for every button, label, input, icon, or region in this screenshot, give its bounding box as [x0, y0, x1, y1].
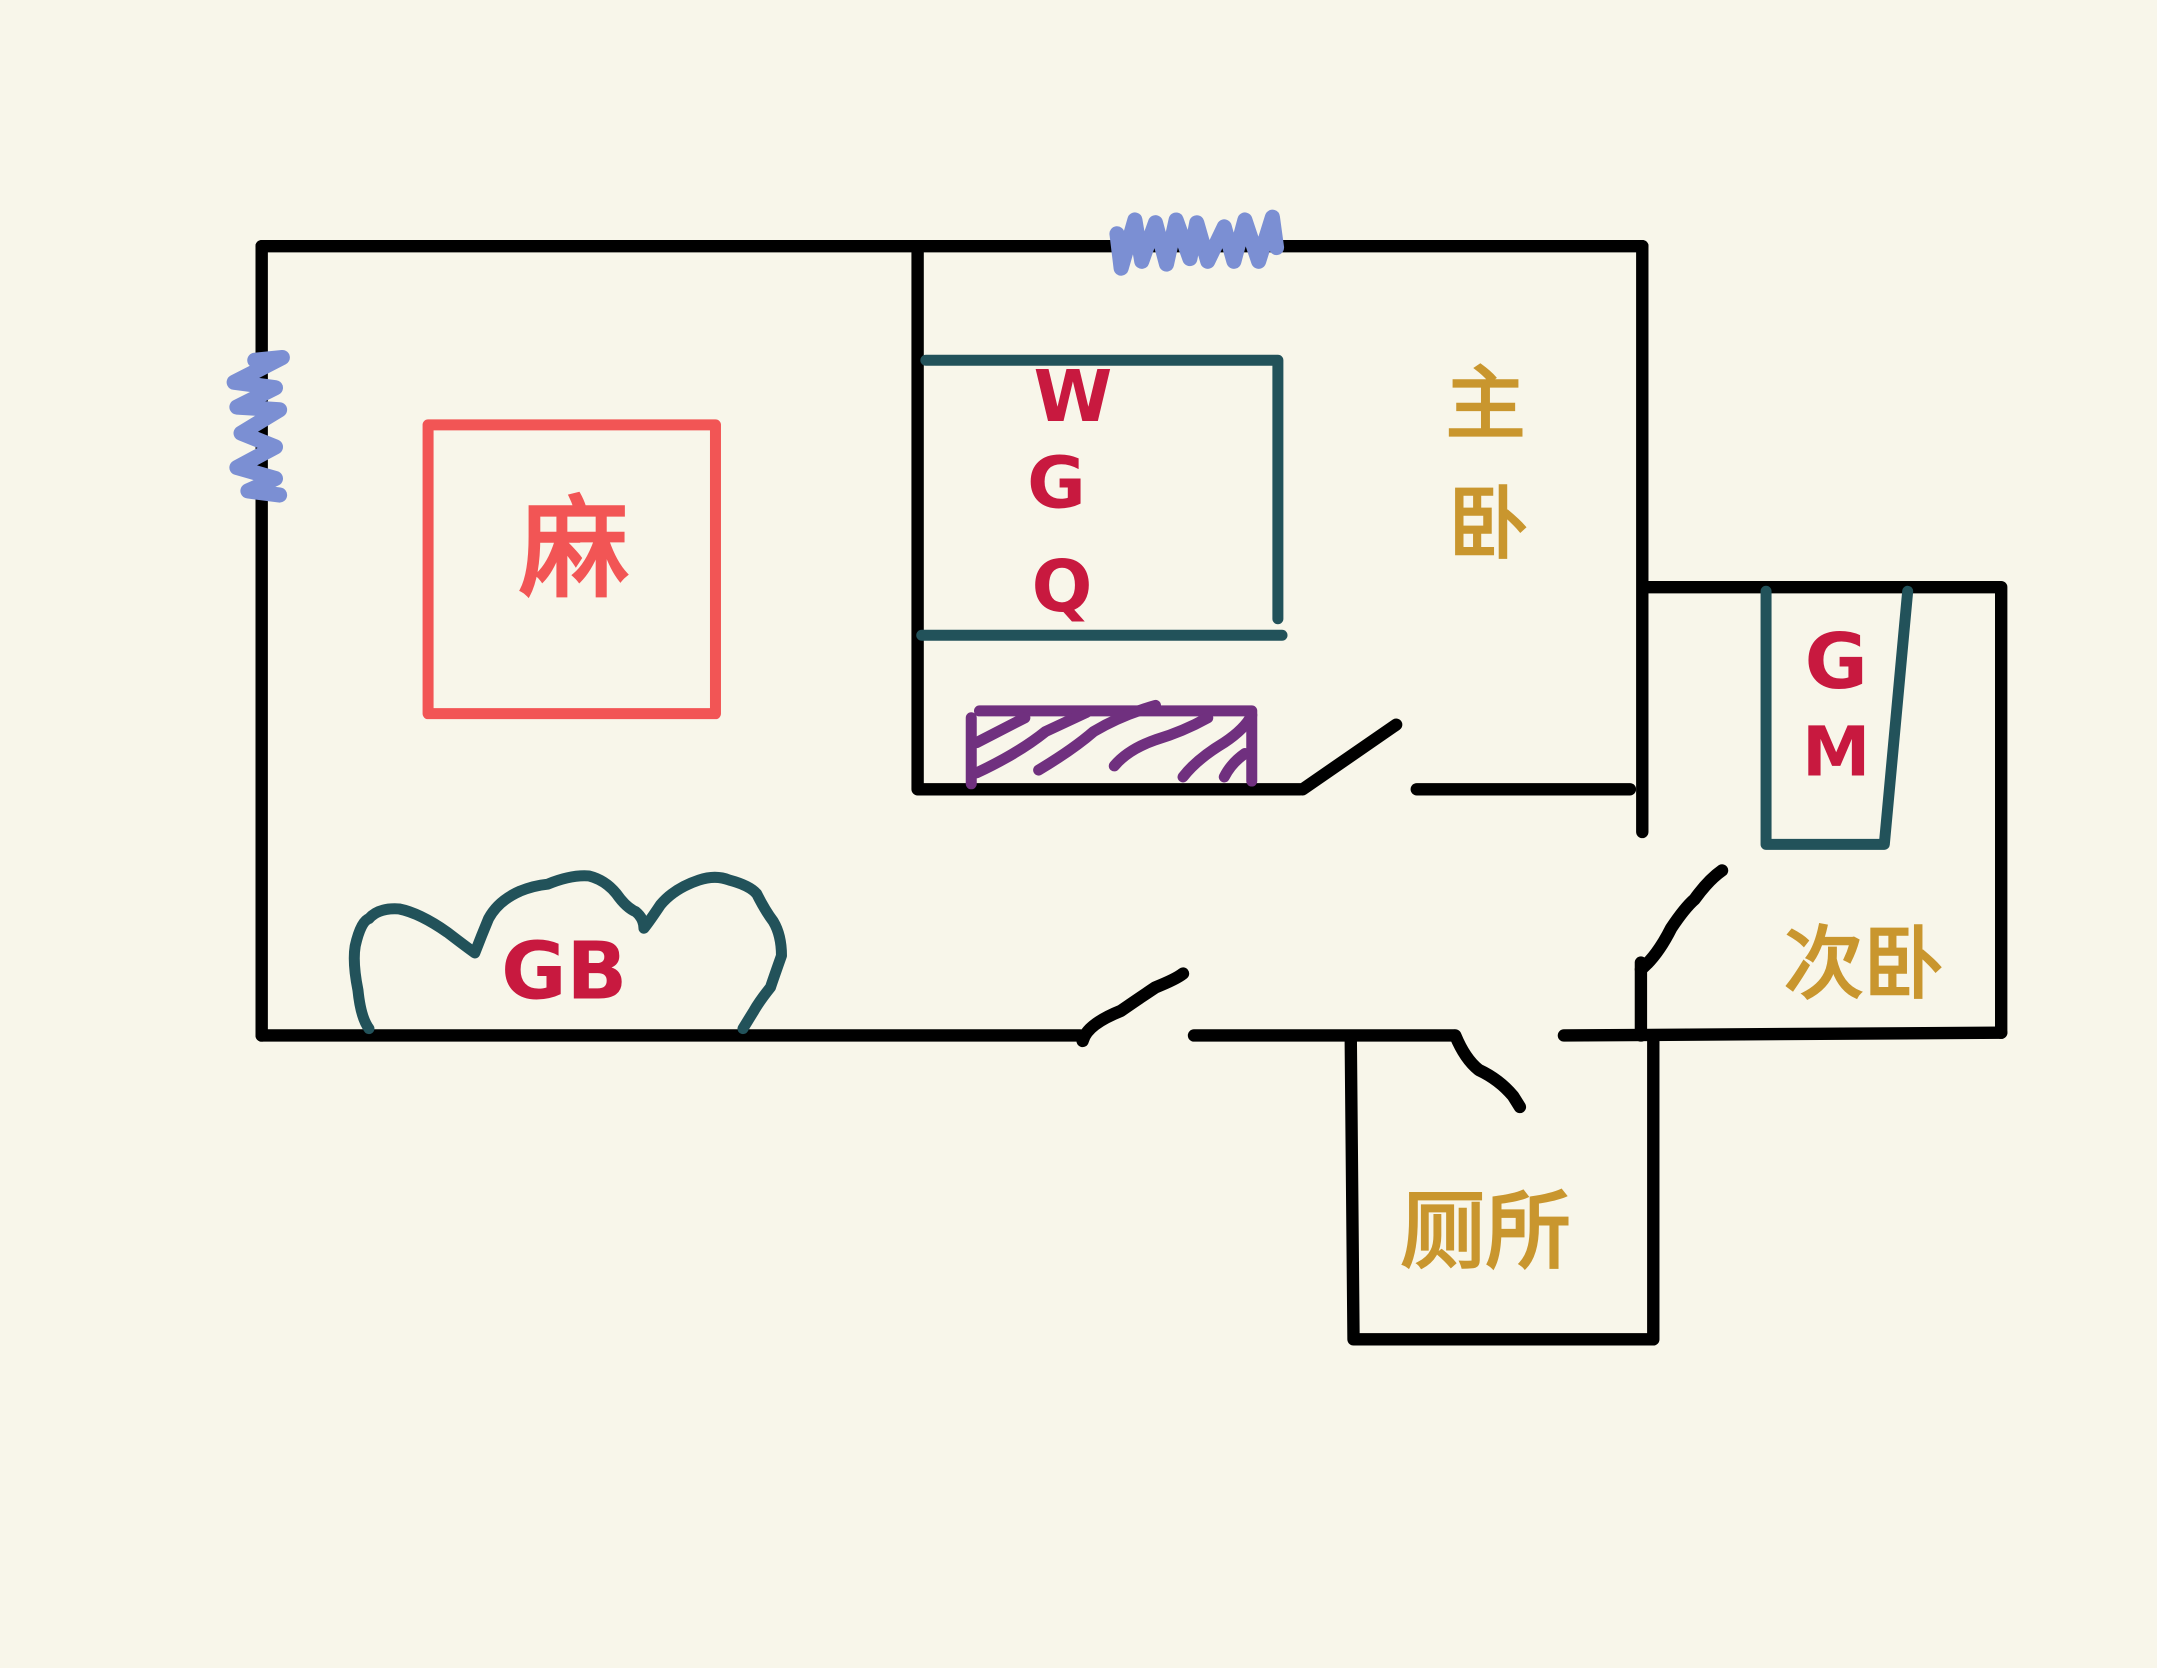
shelf-hatching [971, 699, 1258, 783]
master-bedroom-door [1296, 718, 1403, 796]
toilet-door [1449, 1029, 1527, 1114]
wgq-label-g: G [1027, 442, 1086, 525]
room-labels: 主 卧 次卧 厕所 [1400, 358, 1943, 1282]
doors [1076, 718, 1729, 1114]
wgq-label-w: W [1034, 355, 1113, 438]
second-bedroom-door [1634, 864, 1729, 976]
bottom-wall-right [1557, 1026, 2008, 1042]
wgq-outline [920, 354, 1284, 625]
table-label: 麻 [519, 485, 629, 613]
shelf [965, 699, 1258, 790]
gm-wardrobe: G M [1760, 585, 1914, 850]
gm-label-m: M [1802, 712, 1870, 792]
toilet-walls [1344, 1033, 1660, 1346]
windows [226, 209, 1285, 503]
sofa-outline [348, 870, 787, 1035]
table-outline [422, 419, 721, 720]
gm-label-g: G [1805, 618, 1868, 707]
wgq-label-q: Q [1032, 545, 1093, 628]
top-window [1109, 209, 1285, 276]
left-window [226, 349, 290, 503]
gm-outline [1760, 585, 1914, 850]
gb-label: GB [501, 924, 627, 1017]
table-block: 麻 [422, 419, 721, 720]
master-bedroom-label-2: 卧 [1448, 477, 1528, 570]
walls [255, 239, 2008, 1346]
toilet-label: 厕所 [1400, 1183, 1571, 1282]
entrance-door [1076, 967, 1190, 1048]
master-bedroom-label-1: 主 [1446, 358, 1526, 451]
second-bedroom-label: 次卧 [1784, 917, 1944, 1010]
sofa: GB [348, 870, 787, 1035]
wgq-cabinet: W G Q [916, 354, 1288, 641]
inner-wall-vertical [911, 239, 1307, 796]
